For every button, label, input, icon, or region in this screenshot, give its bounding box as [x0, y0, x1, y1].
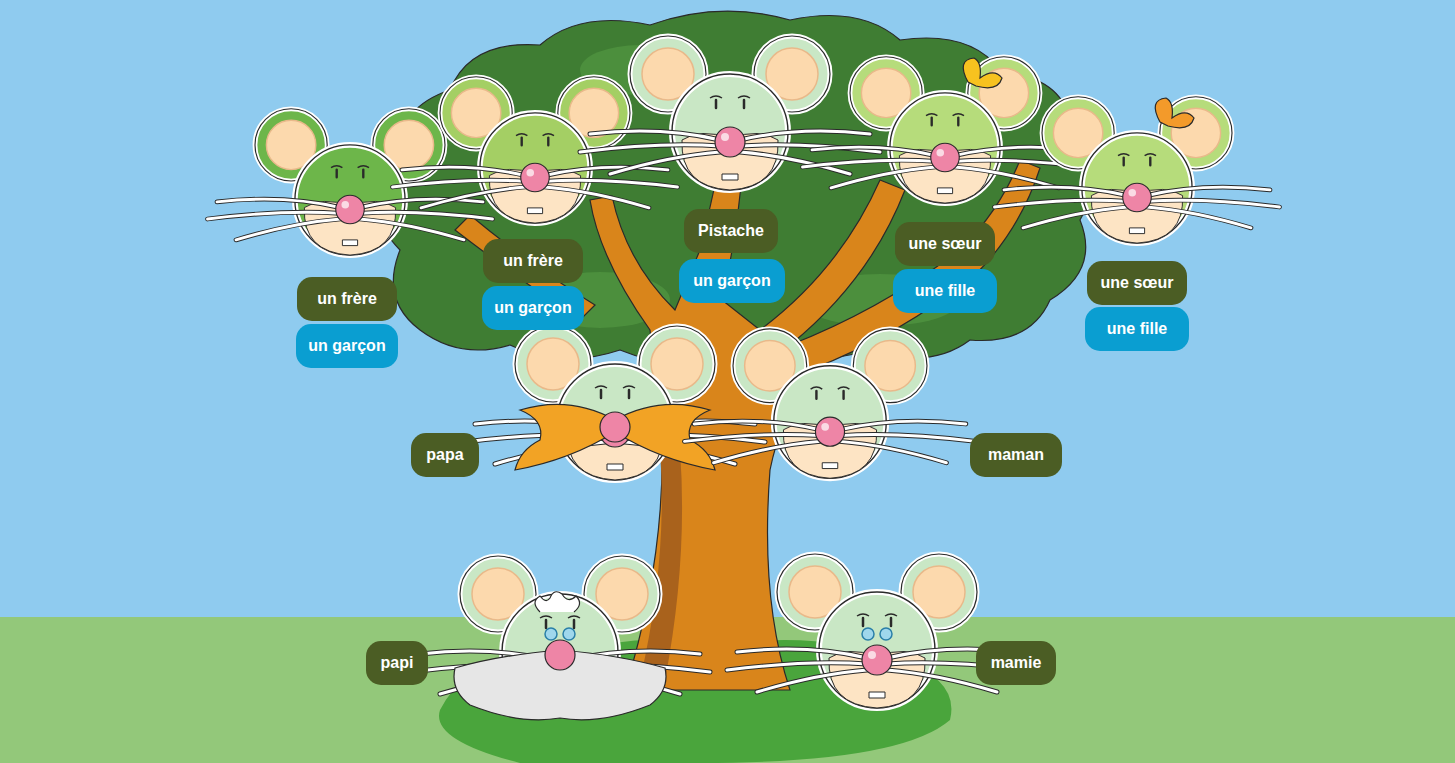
grandparent-label: mamie: [976, 641, 1056, 685]
label-text: papa: [426, 446, 463, 464]
label-text: un garçon: [308, 337, 385, 355]
label-text: une fille: [915, 282, 975, 300]
gender-label: un garçon: [679, 259, 785, 303]
relation-label: un frère: [483, 239, 583, 283]
label-text: un garçon: [494, 299, 571, 317]
label-text: une sœur: [1101, 274, 1174, 292]
label-text: une sœur: [909, 235, 982, 253]
label-text: un garçon: [693, 272, 770, 290]
name-label: Pistache: [684, 209, 778, 253]
label-text: un frère: [317, 290, 377, 308]
label-text: mamie: [991, 654, 1042, 672]
relation-label: une sœur: [895, 222, 995, 266]
gender-label: une fille: [1085, 307, 1189, 351]
label-text: papi: [381, 654, 414, 672]
label-text: maman: [988, 446, 1044, 464]
label-text: un frère: [503, 252, 563, 270]
gender-label: un garçon: [296, 324, 398, 368]
parent-label: papa: [411, 433, 479, 477]
parent-label: maman: [970, 433, 1062, 477]
label-text: Pistache: [698, 222, 764, 240]
relation-label: un frère: [297, 277, 397, 321]
relation-label: une sœur: [1087, 261, 1187, 305]
gender-label: une fille: [893, 269, 997, 313]
grandparent-label: papi: [366, 641, 428, 685]
label-text: une fille: [1107, 320, 1167, 338]
gender-label: un garçon: [482, 286, 584, 330]
